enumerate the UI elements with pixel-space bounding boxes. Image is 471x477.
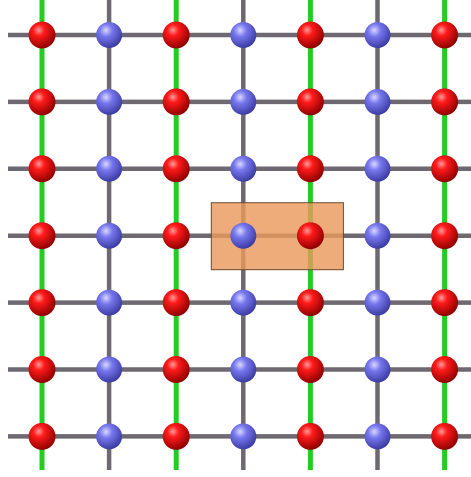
red-site bbox=[28, 155, 56, 183]
red-site bbox=[28, 21, 56, 49]
red-site bbox=[162, 222, 190, 250]
red-site bbox=[296, 88, 324, 116]
red-site bbox=[296, 21, 324, 49]
red-site bbox=[162, 88, 190, 116]
blue-site bbox=[96, 356, 123, 383]
blue-site bbox=[230, 222, 257, 249]
red-site bbox=[28, 222, 56, 250]
blue-site bbox=[96, 88, 123, 115]
red-site bbox=[162, 356, 190, 383]
red-site bbox=[431, 422, 459, 450]
red-site bbox=[431, 356, 459, 383]
red-site bbox=[431, 155, 459, 183]
blue-site bbox=[364, 222, 391, 249]
blue-site bbox=[230, 423, 257, 450]
red-site bbox=[28, 422, 56, 450]
red-site bbox=[431, 88, 459, 116]
red-site bbox=[162, 21, 190, 49]
red-site bbox=[431, 222, 459, 250]
blue-site bbox=[364, 155, 391, 182]
red-site bbox=[28, 88, 56, 116]
red-site bbox=[162, 422, 190, 450]
blue-site bbox=[96, 222, 123, 249]
blue-site bbox=[96, 289, 123, 316]
blue-site bbox=[364, 356, 391, 383]
blue-site bbox=[230, 22, 257, 48]
red-site bbox=[296, 155, 324, 183]
red-site bbox=[296, 289, 324, 317]
red-site bbox=[431, 21, 459, 49]
blue-site bbox=[364, 423, 391, 450]
blue-site bbox=[364, 22, 391, 48]
red-site bbox=[296, 422, 324, 450]
blue-site bbox=[364, 289, 391, 316]
blue-site bbox=[230, 155, 257, 182]
red-site bbox=[162, 289, 190, 317]
red-site bbox=[296, 222, 324, 250]
blue-site bbox=[96, 155, 123, 182]
blue-site bbox=[230, 356, 257, 383]
red-site bbox=[296, 356, 324, 383]
red-site bbox=[28, 356, 56, 383]
blue-site bbox=[230, 88, 257, 115]
blue-site bbox=[364, 88, 391, 115]
red-site bbox=[28, 289, 56, 317]
lattice-sites bbox=[28, 21, 459, 450]
blue-site bbox=[96, 423, 123, 450]
red-site bbox=[162, 155, 190, 183]
red-site bbox=[431, 289, 459, 317]
blue-site bbox=[230, 289, 257, 316]
blue-site bbox=[96, 22, 123, 48]
